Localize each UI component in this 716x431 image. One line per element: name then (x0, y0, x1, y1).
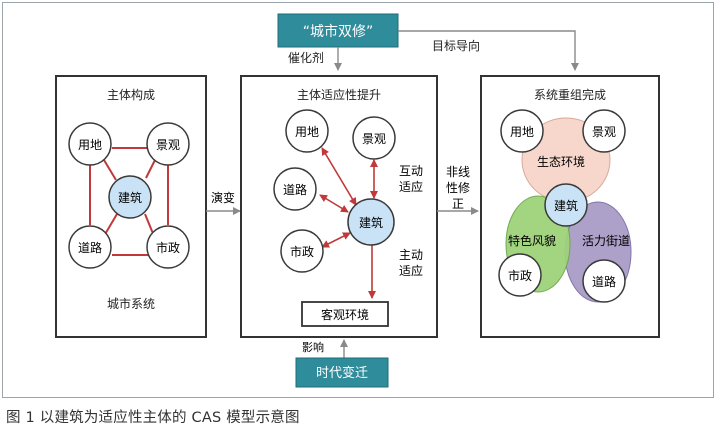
panel-adaptability: 主体适应性提升 用地 景观 道路 建筑 市政 互动 适 (240, 75, 438, 338)
panel1-road-label: 道路 (78, 240, 102, 255)
panel1-title: 主体构成 (107, 87, 155, 102)
dual-repair-box: “城市双修” (277, 13, 399, 48)
interactive-label-1: 互动 (399, 164, 423, 178)
panel1-building-label: 建筑 (118, 190, 142, 205)
panel1-node-municipal: 市政 (146, 225, 190, 269)
panel2-road-label: 道路 (283, 182, 307, 197)
nonlinear-label-3: 正 (452, 197, 464, 211)
panel2-landscape-label: 景观 (362, 132, 386, 146)
nonlinear-label-1: 非线 (446, 165, 470, 179)
interactive-label-2: 适应 (399, 179, 423, 194)
panel1-footer: 城市系统 (107, 296, 155, 311)
figure-caption: 图 1 以建筑为适应性主体的 CAS 模型示意图 (6, 410, 300, 426)
panel2-node-municipal: 市政 (280, 229, 324, 273)
panel3-municipal-label: 市政 (508, 268, 532, 283)
nonlinear-label-2: 性修 (446, 180, 470, 195)
goal-label: 目标导向 (432, 38, 480, 53)
street-zone-label: 活力街道 (582, 234, 630, 248)
goal-arrow (398, 30, 579, 71)
panel3-node-building: 建筑 (544, 183, 588, 227)
panel2-land-label: 用地 (295, 125, 319, 139)
panel2-arrows (319, 147, 378, 299)
env-box: 客观环境 (301, 301, 389, 327)
panel3-node-land: 用地 (500, 109, 544, 153)
active-label-1: 主动 (399, 248, 423, 262)
evolve-label: 演变 (211, 190, 235, 205)
panel3-node-road: 道路 (582, 259, 626, 303)
panel2-title: 主体适应性提升 (297, 87, 381, 102)
panel2-building-label: 建筑 (359, 215, 383, 230)
catalyst-label: 催化剂 (288, 50, 324, 65)
panel1-node-building: 建筑 (108, 175, 152, 219)
panel-subject-composition: 主体构成 用地 景观 建筑 道路 市政 (55, 75, 207, 338)
panel-system-reorganized: 系统重组完成 生态环境 特色风貌 活力街道 用地 景观 建筑 市政 道路 (480, 75, 660, 338)
cas-diagram: “城市双修” 催化剂 目标导向 主体构成 用地 景观 建筑 (55, 13, 660, 388)
panel1-node-land: 用地 (68, 122, 112, 166)
panel3-landscape-label: 景观 (592, 125, 616, 139)
panel1-node-landscape: 景观 (146, 122, 190, 166)
panel1-node-road: 道路 (68, 225, 112, 269)
panel3-land-label: 用地 (510, 125, 534, 139)
panel3-node-landscape: 景观 (582, 109, 626, 153)
env-box-label: 客观环境 (321, 307, 369, 322)
era-change-label: 时代变迁 (316, 365, 368, 381)
influence-label: 影响 (302, 341, 324, 354)
panel1-municipal-label: 市政 (156, 240, 180, 255)
panel2-node-building: 建筑 (347, 198, 395, 246)
active-label-2: 适应 (399, 263, 423, 278)
panel3-road-label: 道路 (592, 274, 616, 289)
era-change-box: 时代变迁 (295, 357, 389, 388)
panel1-landscape-label: 景观 (156, 138, 180, 152)
panel3-node-municipal: 市政 (498, 253, 542, 297)
panel2-municipal-label: 市政 (290, 244, 314, 259)
panel2-node-landscape: 景观 (352, 116, 396, 160)
panel2-node-road: 道路 (273, 167, 317, 211)
panel1-links (89, 147, 169, 256)
panel1-land-label: 用地 (78, 138, 102, 152)
panel2-node-land: 用地 (285, 109, 329, 153)
feature-zone-label: 特色风貌 (508, 233, 556, 248)
eco-zone-label: 生态环境 (537, 154, 585, 169)
panel3-title: 系统重组完成 (534, 87, 606, 102)
panel3-building-label: 建筑 (554, 198, 578, 213)
dual-repair-label: “城市双修” (303, 23, 374, 40)
